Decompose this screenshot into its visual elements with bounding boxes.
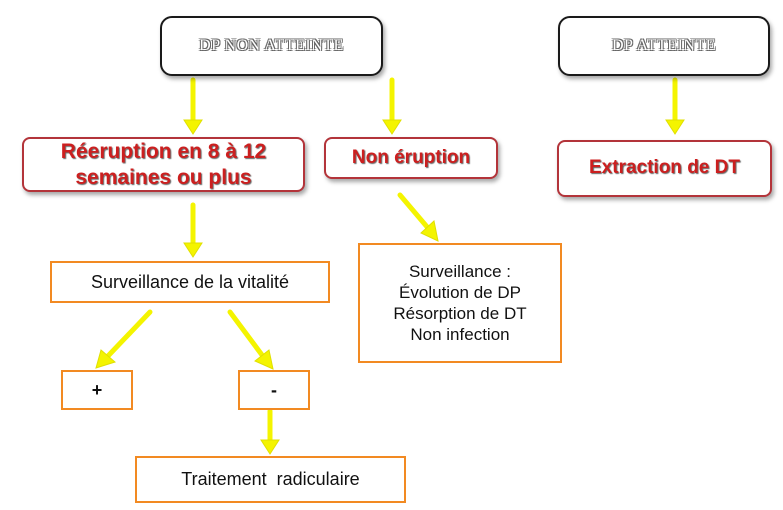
- traitement-box: Traitement radiculaire: [135, 456, 406, 503]
- surveillance-box: Surveillance : Évolution de DP Résorptio…: [358, 243, 562, 363]
- reeruption-line-2: semaines ou plus: [75, 165, 252, 189]
- non-eruption-box: Non éruption: [324, 137, 498, 179]
- non-eruption-label: Non éruption: [351, 146, 471, 168]
- extraction-label: Extraction de DT: [589, 157, 740, 179]
- minus-box: -: [238, 370, 310, 410]
- surveillance-vitalite-label: Surveillance de la vitalité: [90, 271, 290, 292]
- dp-non-atteinte-box: DP NON ATTEINTE: [160, 16, 383, 76]
- dp-non-atteinte-label: DP NON ATTEINTE: [199, 37, 344, 54]
- dp-atteinte-label: DP ATTEINTE: [611, 37, 716, 54]
- arrowhead-to-plus: [95, 349, 117, 369]
- surveillance-vitalite-box: Surveillance de la vitalité: [50, 261, 330, 303]
- dp-atteinte-box: DP ATTEINTE: [558, 16, 770, 76]
- reeruption-line-1: Réeruption en 8 à 12: [60, 140, 267, 164]
- arrowhead-to-non-eruption: [382, 119, 402, 135]
- minus-label: -: [271, 379, 277, 400]
- plus-label: +: [91, 379, 103, 400]
- surveillance-item-resorption: Résorption de DT: [393, 304, 527, 323]
- surveillance-item-evolution: Évolution de DP: [399, 282, 521, 302]
- arrowhead-to-minus: [254, 349, 274, 370]
- surveillance-item-infection: Non infection: [410, 325, 510, 345]
- extraction-box: Extraction de DT: [557, 140, 772, 197]
- arrowhead-to-extraction: [665, 119, 685, 135]
- arrow-to-minus: [227, 309, 265, 358]
- arrowhead-to-surveillance: [420, 220, 439, 242]
- traitement-label: Traitement radiculaire: [181, 469, 360, 490]
- arrowhead-to-surveillance-vitalite: [183, 242, 203, 258]
- surveillance-title: Surveillance :: [408, 261, 512, 281]
- plus-box: +: [61, 370, 133, 410]
- arrow-to-surveillance: [397, 192, 431, 231]
- arrowhead-to-reeruption: [183, 119, 203, 135]
- arrow-to-plus: [105, 309, 153, 359]
- arrowhead-to-traitement: [260, 439, 280, 455]
- reeruption-box: Réeruption en 8 à 12 semaines ou plus: [22, 137, 305, 192]
